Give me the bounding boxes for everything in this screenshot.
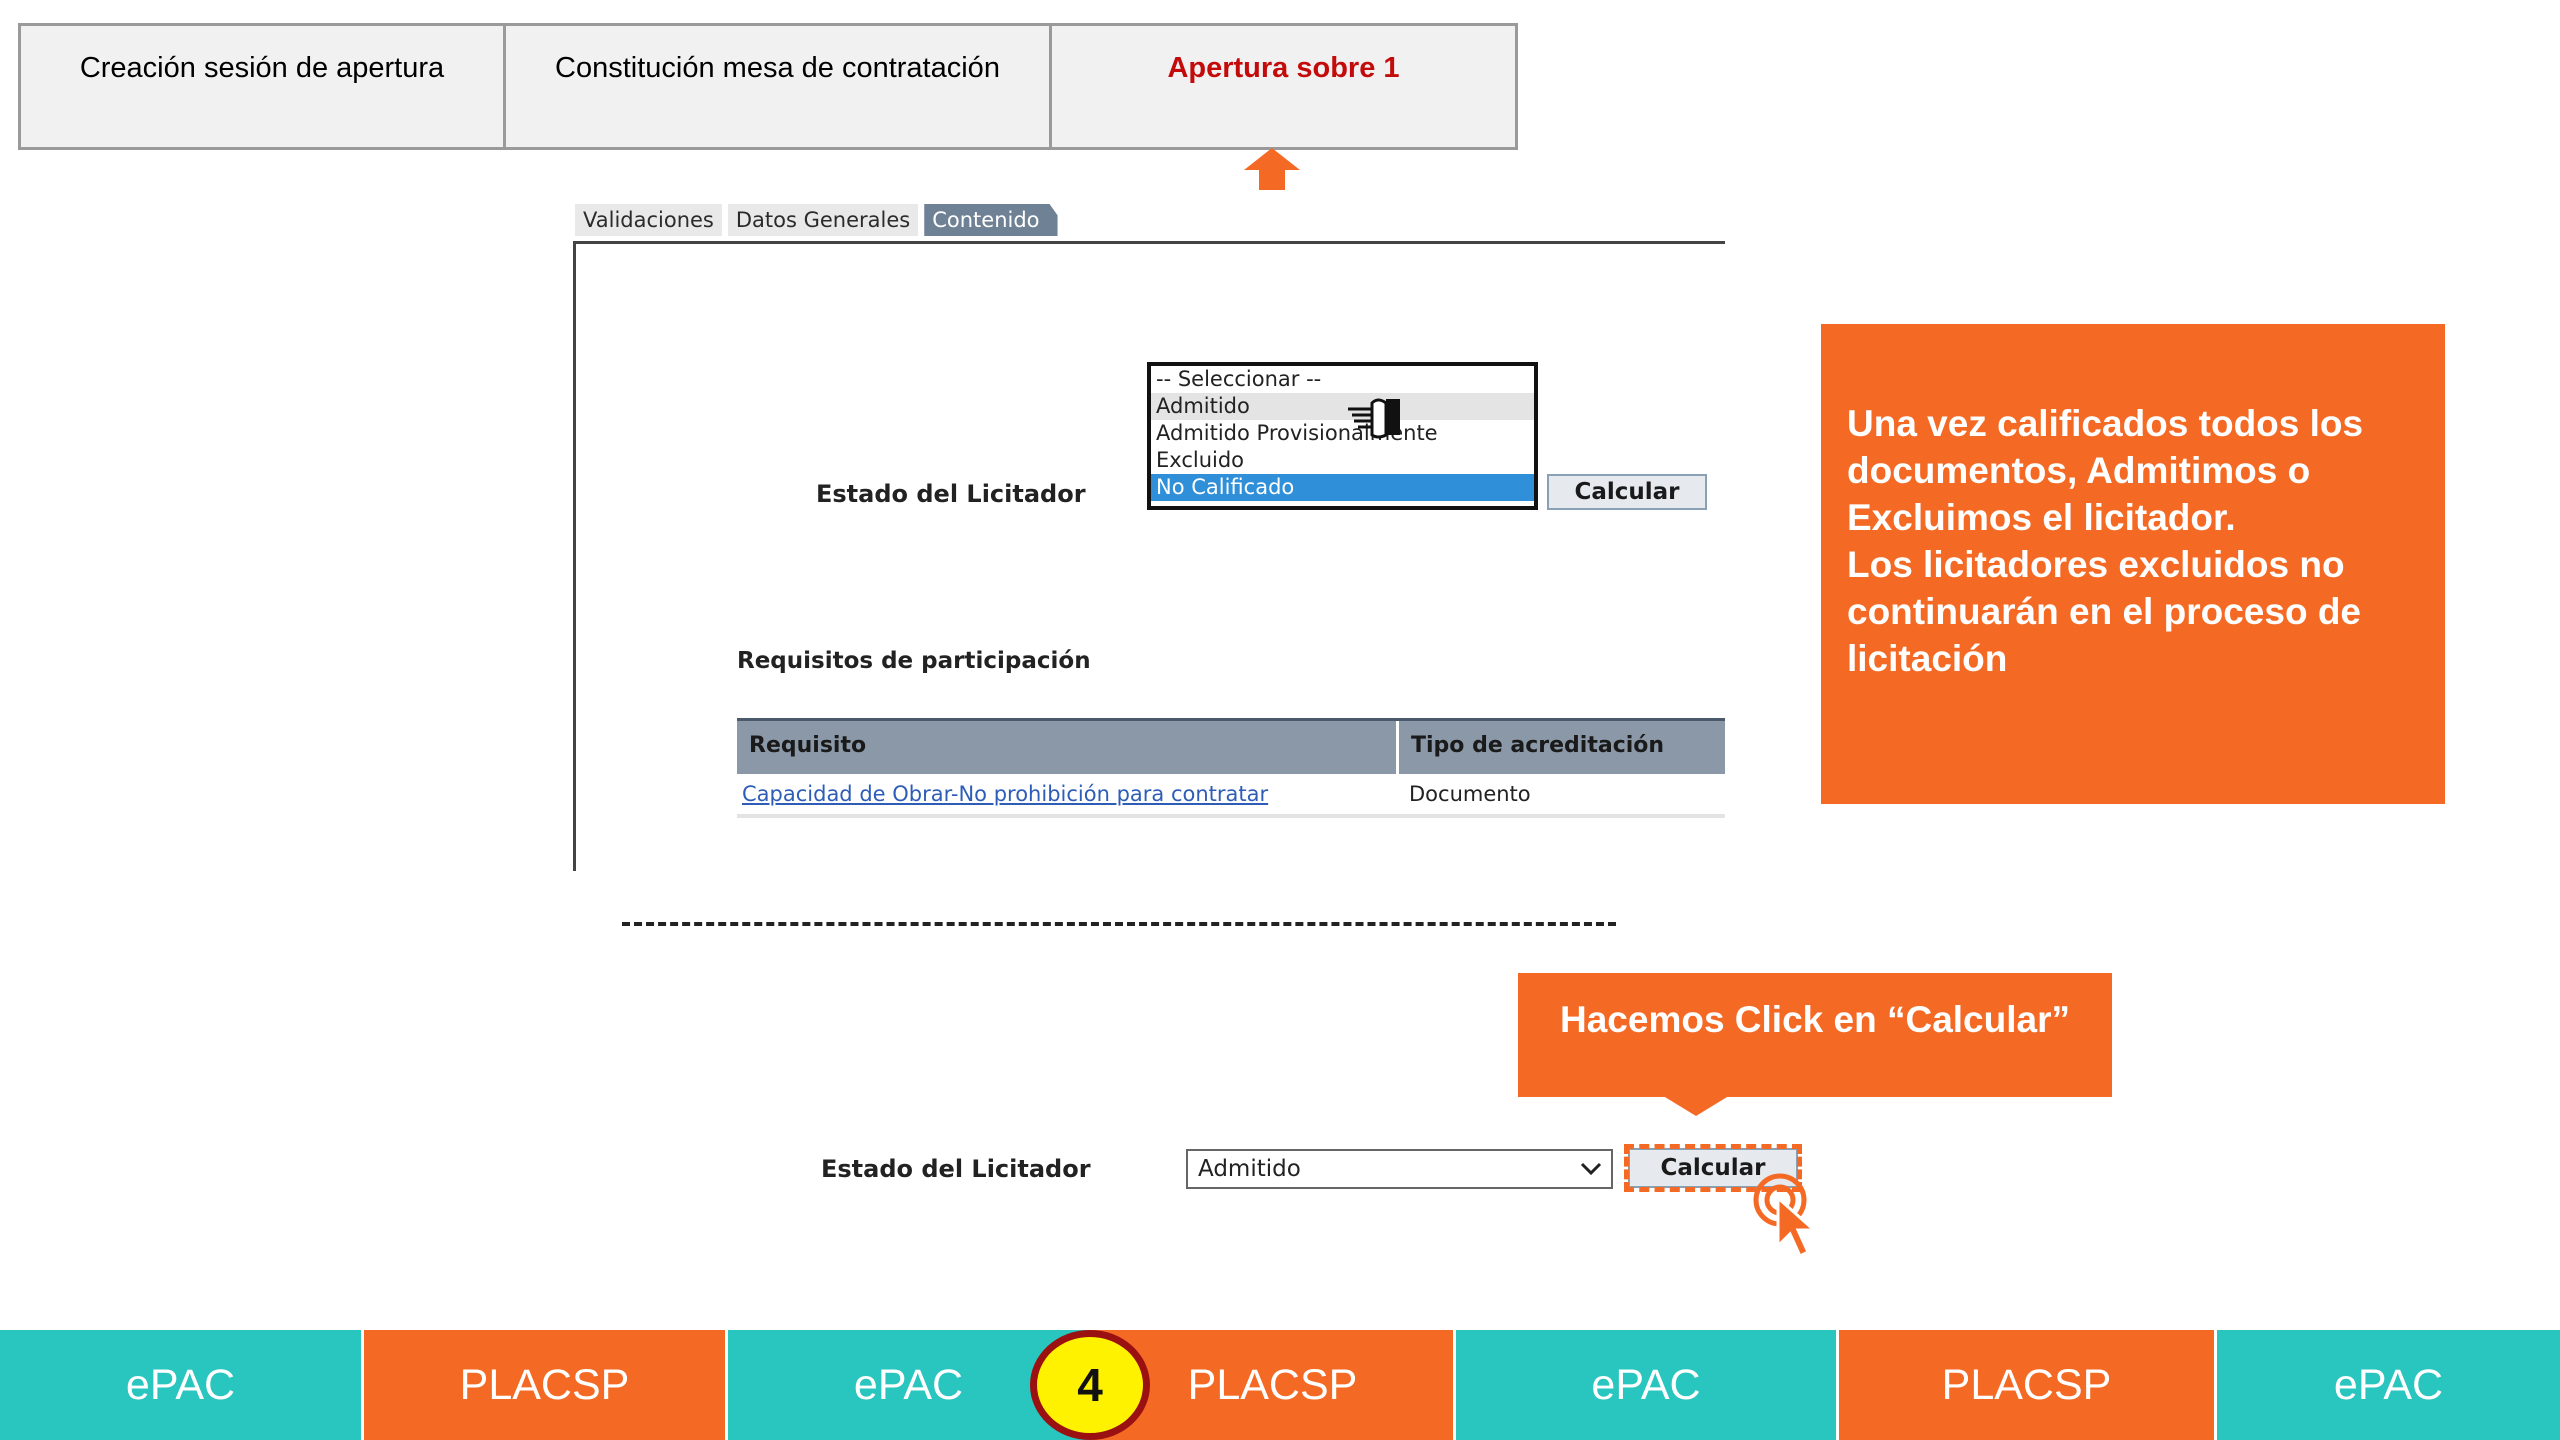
column-header-requisito: Requisito xyxy=(737,721,1399,774)
footer-placsp-2: PLACSP xyxy=(1092,1330,1456,1440)
option-seleccionar[interactable]: -- Seleccionar -- xyxy=(1156,367,1322,391)
requisito-link[interactable]: Capacidad de Obrar-No prohibición para c… xyxy=(742,782,1269,806)
tab-validaciones[interactable]: Validaciones xyxy=(575,204,722,236)
footer-placsp-1: PLACSP xyxy=(364,1330,728,1440)
calcular-button-top[interactable]: Calcular xyxy=(1547,474,1707,510)
table-row: Capacidad de Obrar-No prohibición para c… xyxy=(737,774,1725,818)
up-arrow-icon xyxy=(1244,148,1300,190)
step-header: Creación sesión de apertura Constitución… xyxy=(18,23,1518,150)
tab-contenido[interactable]: Contenido xyxy=(924,204,1058,236)
callout-text-1: Una vez calificados todos los documentos… xyxy=(1847,403,2364,538)
panel-border-top xyxy=(573,241,1725,244)
hand-pointer-icon xyxy=(1348,398,1400,439)
calcular-highlight xyxy=(1624,1144,1802,1192)
step-creacion-sesion: Creación sesión de apertura xyxy=(21,26,506,147)
requisitos-title: Requisitos de participación xyxy=(737,648,1091,674)
click-instruction-callout: Hacemos Click en “Calcular” xyxy=(1518,973,2112,1097)
footer-bar: ePAC PLACSP ePAC PLACSP ePAC PLACSP ePAC xyxy=(0,1330,2560,1440)
tipo-acreditacion-cell: Documento xyxy=(1409,782,1531,806)
option-admitido[interactable]: Admitido xyxy=(1151,393,1534,420)
column-header-tipo: Tipo de acreditación xyxy=(1411,733,1665,758)
info-callout: Una vez calificados todos los documentos… xyxy=(1821,324,2445,804)
estado-licitador-label: Estado del Licitador xyxy=(816,480,1086,508)
footer-epac-4: ePAC xyxy=(2217,1330,2560,1440)
tab-datos-generales[interactable]: Datos Generales xyxy=(727,204,919,236)
option-no-calificado[interactable]: No Calificado xyxy=(1151,474,1534,501)
footer-epac-3: ePAC xyxy=(1456,1330,1839,1440)
panel-border-left xyxy=(573,241,576,871)
step-apertura-sobre-1: Apertura sobre 1 xyxy=(1167,52,1400,84)
estado-listbox[interactable]: -- Seleccionar -- Admitido Admitido Prov… xyxy=(1147,362,1538,510)
estado-licitador-label-bottom: Estado del Licitador xyxy=(821,1155,1091,1183)
chevron-down-icon xyxy=(1580,1162,1602,1176)
table-header: Requisito Tipo de acreditación xyxy=(737,718,1725,774)
footer-placsp-3: PLACSP xyxy=(1839,1330,2217,1440)
step-constitucion-mesa: Constitución mesa de contratación xyxy=(506,26,1052,147)
estado-select-value: Admitido xyxy=(1198,1156,1301,1182)
option-excluido[interactable]: Excluido xyxy=(1156,448,1245,472)
dashed-separator xyxy=(622,922,1616,926)
callout-tail xyxy=(1660,1094,1732,1116)
page-number-badge: 4 xyxy=(1030,1330,1150,1440)
tab-bar: Validaciones Datos Generales Contenido xyxy=(575,204,1058,236)
estado-select[interactable]: Admitido xyxy=(1186,1149,1613,1189)
click-pointer-icon xyxy=(1753,1173,1818,1256)
callout-text-2: Los licitadores excluidos no continuarán… xyxy=(1847,544,2362,679)
requisitos-table: Requisito Tipo de acreditación Capacidad… xyxy=(737,718,1725,818)
footer-epac-1: ePAC xyxy=(0,1330,364,1440)
